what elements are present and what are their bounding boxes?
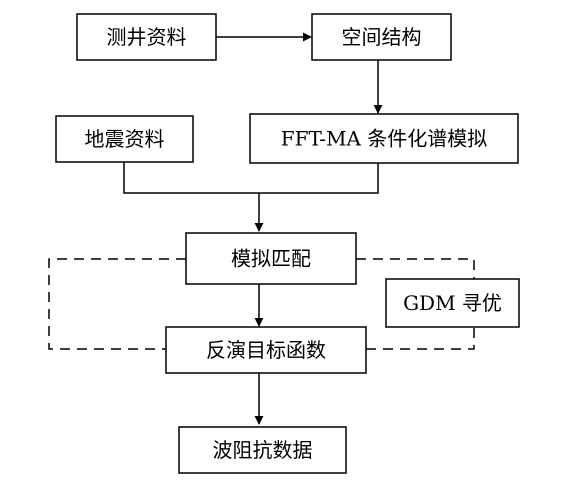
connectors <box>123 32 383 425</box>
node-gdm-label: GDM 寻优 <box>403 291 502 315</box>
node-objective-function: 反演目标函数 <box>165 326 367 374</box>
node-well-data-label: 测井资料 <box>107 25 187 49</box>
node-simulation-match-label: 模拟匹配 <box>231 247 311 271</box>
node-fft-ma: FFT-MA 条件化谱模拟 <box>249 113 519 164</box>
node-impedance-data: 波阻抗数据 <box>178 426 347 474</box>
node-gdm: GDM 寻优 <box>385 278 520 328</box>
node-well-data: 测井资料 <box>76 13 217 61</box>
node-seismic-data-label: 地震资料 <box>85 127 165 151</box>
node-objective-function-label: 反演目标函数 <box>206 338 326 362</box>
merge-connector <box>123 162 379 194</box>
node-seismic-data: 地震资料 <box>55 115 194 163</box>
node-fft-ma-label: FFT-MA 条件化谱模拟 <box>281 127 488 151</box>
node-impedance-data-label: 波阻抗数据 <box>213 438 313 462</box>
dashed-loop-left <box>48 258 186 350</box>
node-spatial-structure-label: 空间结构 <box>342 25 422 49</box>
node-simulation-match: 模拟匹配 <box>185 232 357 285</box>
node-spatial-structure: 空间结构 <box>311 13 452 61</box>
